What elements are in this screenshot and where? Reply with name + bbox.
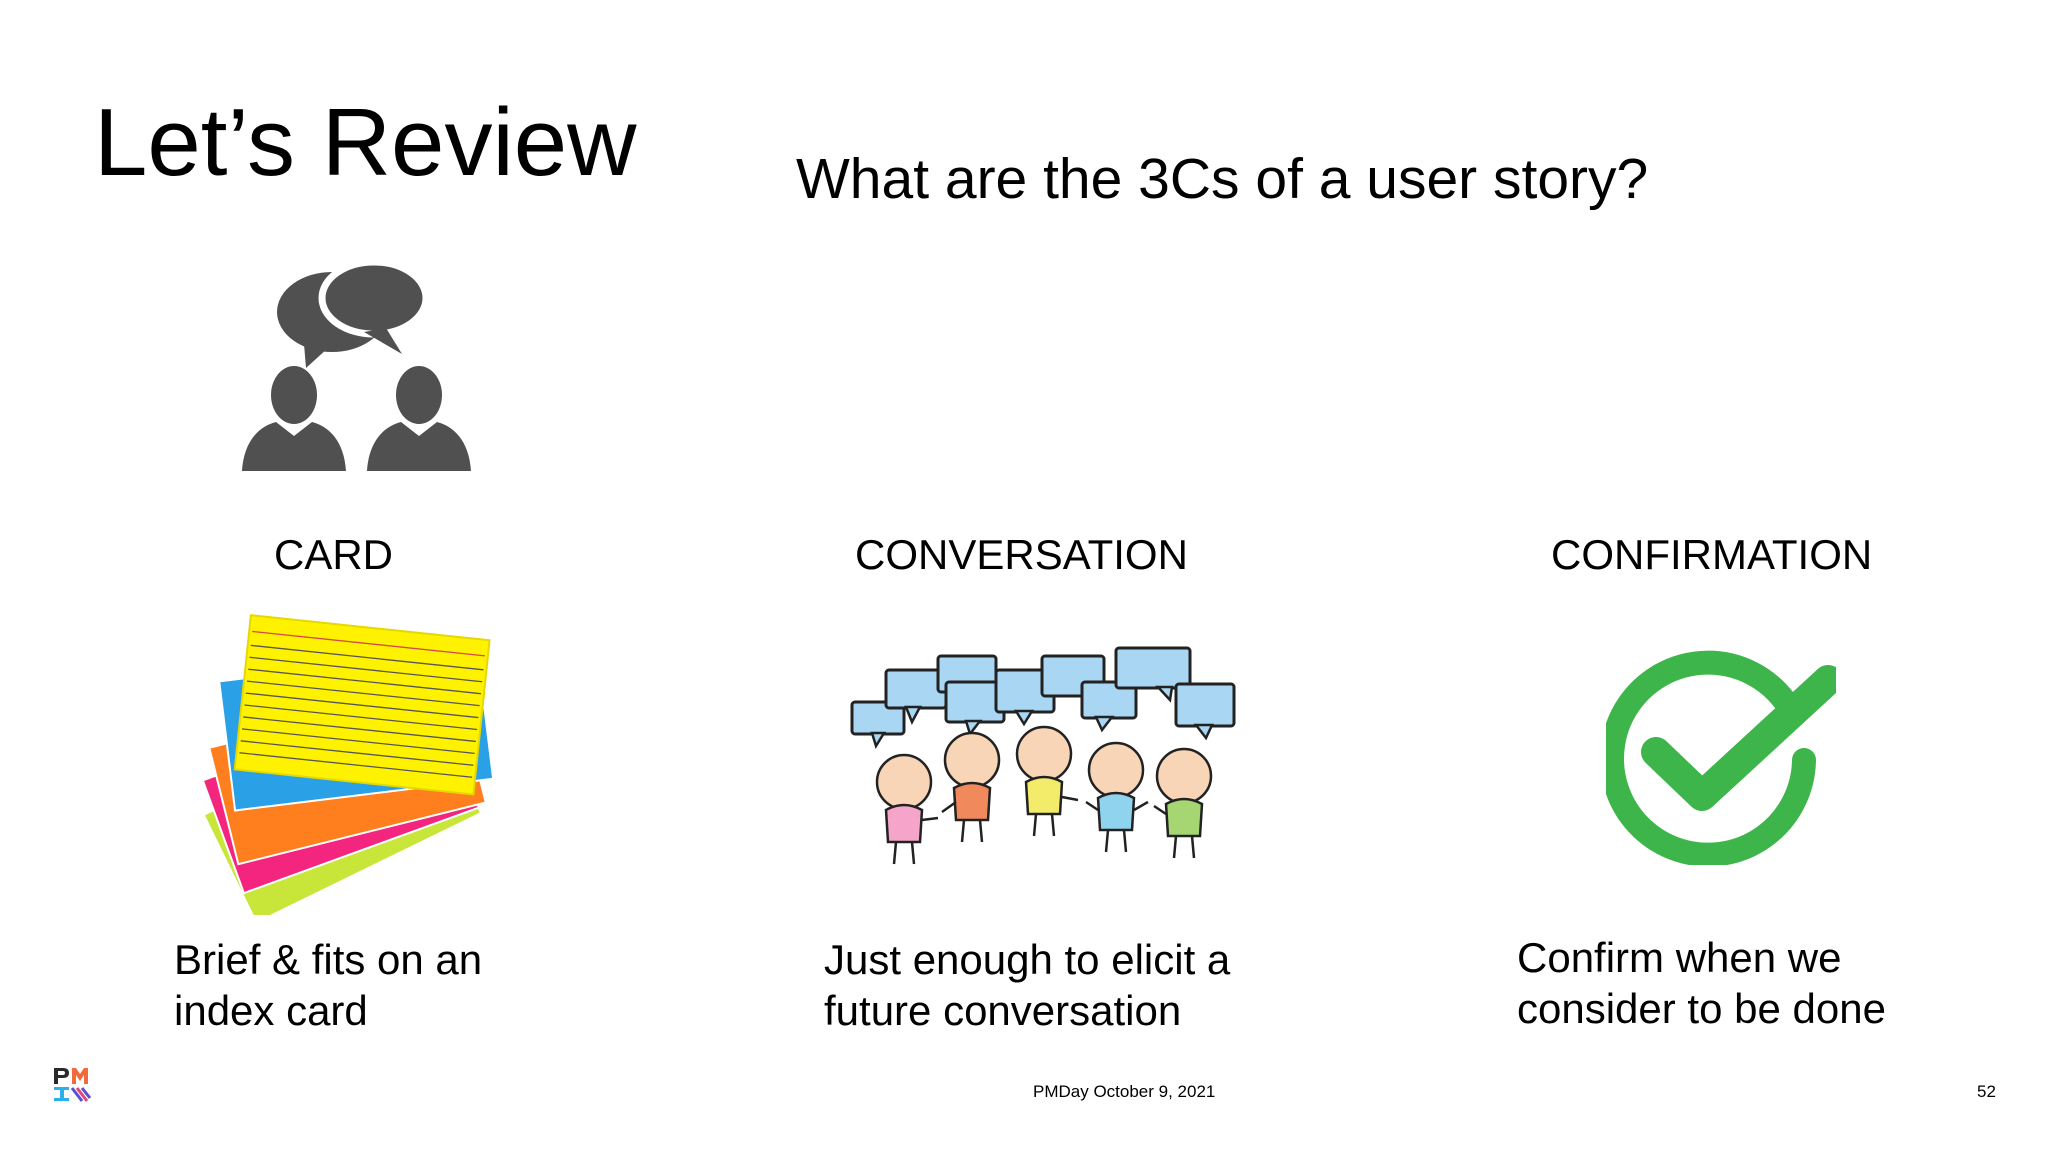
desc-confirmation: Confirm when we consider to be done [1517,932,1886,1034]
slide-title: Let’s Review [94,89,637,196]
desc-confirmation-line-1: Confirm when we [1517,934,1842,981]
stacked-index-cards-icon [188,605,498,915]
footer-event-date: PMDay October 9, 2021 [1033,1082,1216,1101]
desc-card-line-1: Brief & fits on an [174,936,483,983]
heading-conversation: CONVERSATION [855,531,1188,578]
group-conversation-speech-bubbles-icon [846,642,1256,882]
two-people-talking-icon [236,258,476,473]
desc-confirmation-line-2: consider to be done [1517,985,1886,1032]
slide-question: What are the 3Cs of a user story? [796,147,1649,211]
desc-card: Brief & fits on an index card [174,934,482,1036]
green-checkmark-circle-icon [1606,650,1836,865]
heading-confirmation: CONFIRMATION [1551,531,1873,578]
desc-conversation-line-1: Just enough to elicit a [824,936,1231,983]
desc-card-line-2: index card [174,987,368,1034]
pmi-logo [52,1066,92,1104]
desc-conversation-line-2: future conversation [824,987,1182,1034]
desc-conversation: Just enough to elicit a future conversat… [824,934,1230,1036]
heading-card: CARD [274,531,394,578]
page-number: 52 [1977,1082,1996,1101]
